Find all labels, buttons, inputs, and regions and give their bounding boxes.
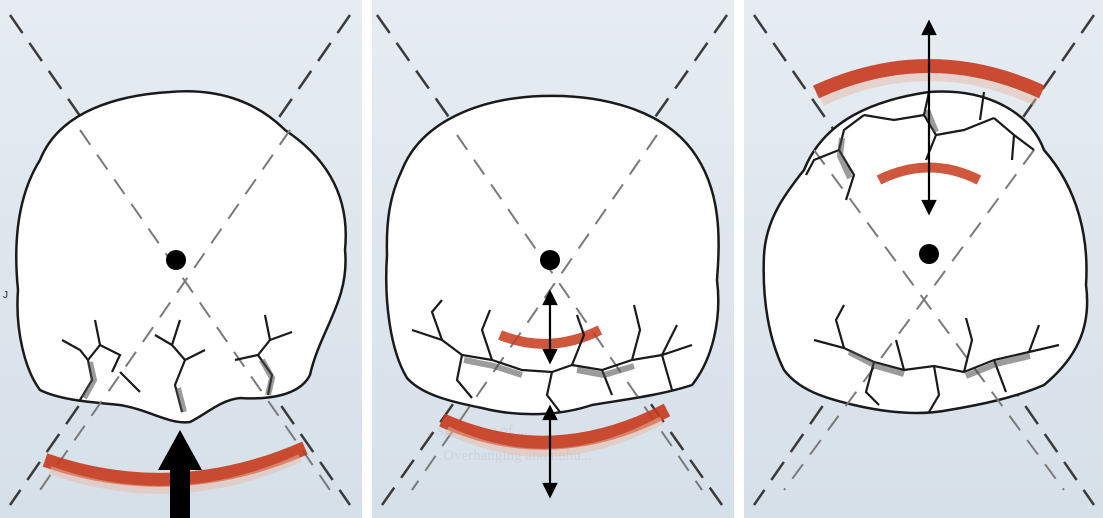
center-dot xyxy=(919,244,939,264)
panel-impact-illustration xyxy=(0,0,362,518)
center-dot xyxy=(166,250,186,270)
panel-impact: J xyxy=(0,0,362,518)
center-dot xyxy=(540,250,560,270)
edge-mark: J xyxy=(3,290,8,301)
panel-opposite-fracture xyxy=(744,0,1103,518)
panel-opposite-fracture-illustration xyxy=(744,0,1103,518)
panel-contrecoup-illustration: ...spreading of ... ...Overhanging and n… xyxy=(372,0,734,518)
panel-contrecoup: ...spreading of ... ...Overhanging and n… xyxy=(372,0,734,518)
